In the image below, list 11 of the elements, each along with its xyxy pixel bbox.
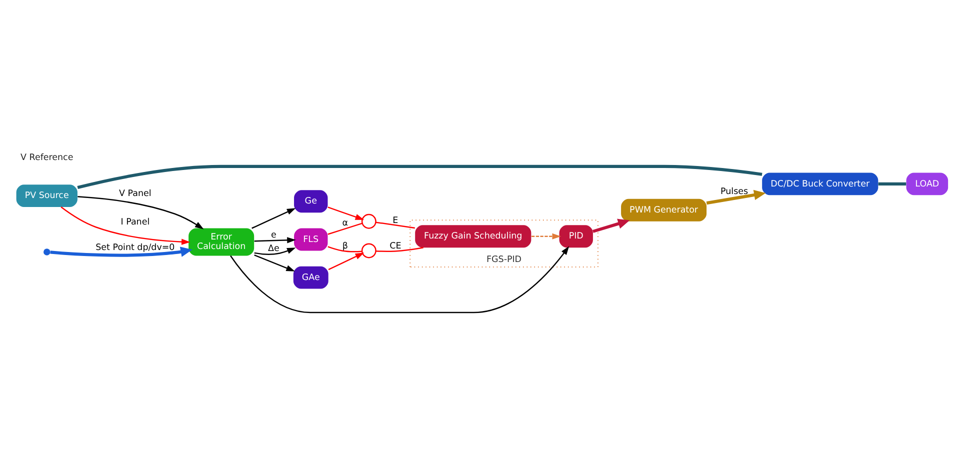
edge-label: CE: [390, 240, 402, 251]
edge-label: E: [392, 215, 398, 226]
edge-label: e: [271, 230, 276, 240]
edge-label: β: [342, 240, 348, 251]
edge-label: α: [342, 218, 348, 228]
edge-label: V Panel: [119, 188, 152, 198]
edge-label: Pulses: [720, 186, 748, 197]
edge-label: Δe: [268, 243, 280, 254]
edge-label: Set Point dp/dv=0: [96, 242, 175, 253]
edge-label: I Panel: [120, 217, 150, 228]
label: V Reference: [20, 152, 74, 163]
